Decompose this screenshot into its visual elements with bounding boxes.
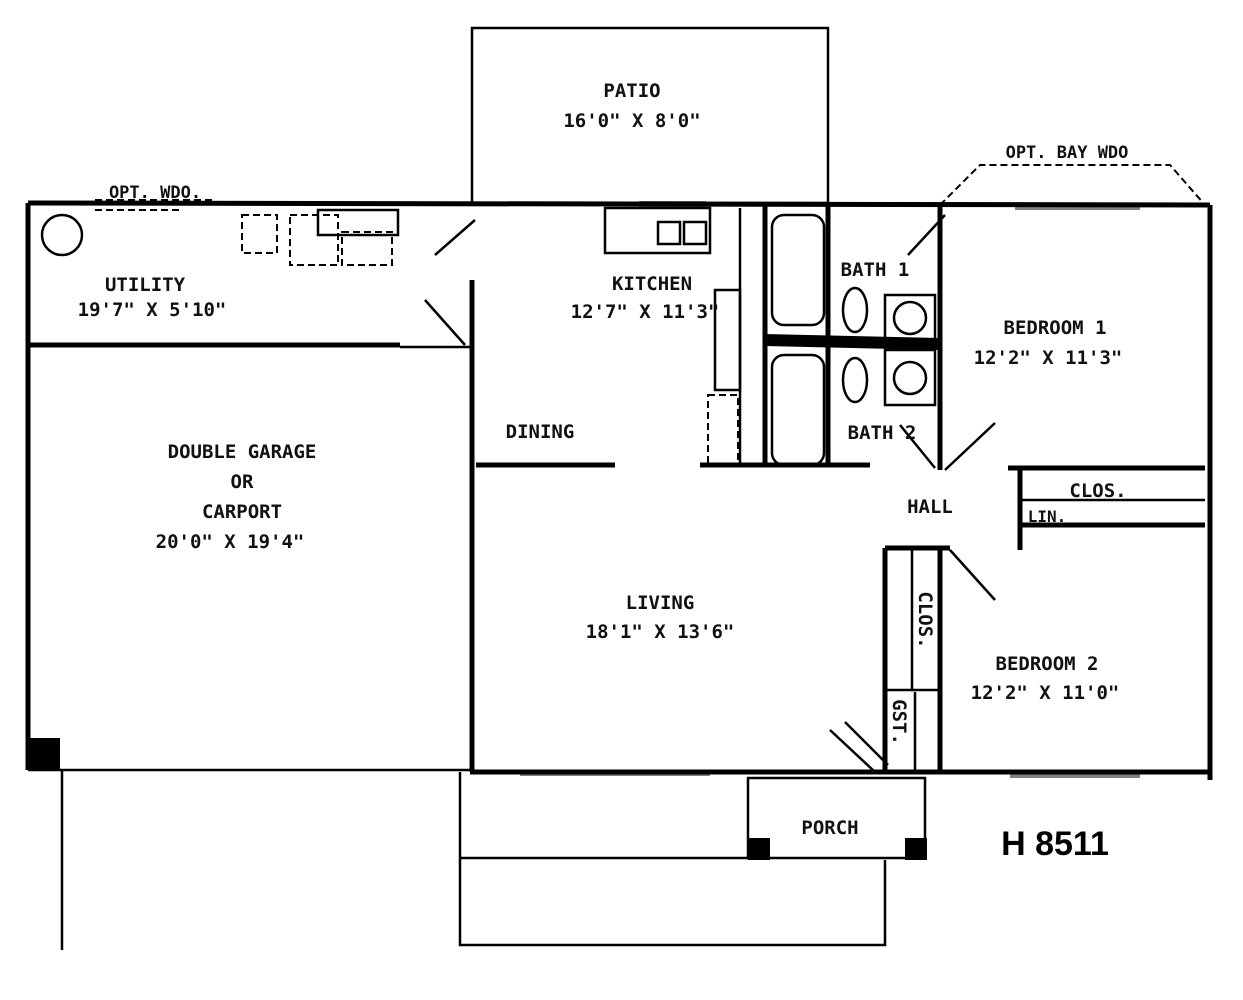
kitchen-label: KITCHEN: [612, 273, 692, 295]
plan-id: H 8511: [1001, 825, 1109, 863]
bay-window: [939, 164, 1206, 206]
column: [28, 738, 60, 770]
bedroom2-size: 12'2" X 11'0": [971, 682, 1120, 704]
garage-label-2: OR: [231, 471, 254, 493]
garage-size: 20'0" X 19'4": [156, 531, 305, 553]
guest-closet-label: GST.: [888, 699, 910, 745]
utility-size: 19'7" X 5'10": [78, 299, 227, 321]
bedroom2-label: BEDROOM 2: [996, 653, 1099, 675]
garage-label-1: DOUBLE GARAGE: [168, 441, 317, 463]
kitchen-size: 12'7" X 11'3": [571, 301, 720, 323]
opt-window-note: OPT. WDO.: [109, 183, 201, 203]
porch-outline: [746, 776, 927, 860]
bedroom2-closet-label: CLOS.: [914, 591, 936, 648]
garage-label-3: CARPORT: [202, 501, 282, 523]
bath2-label: BATH 2: [848, 422, 917, 444]
utility-label: UTILITY: [105, 274, 186, 296]
dining-label: DINING: [506, 421, 575, 443]
bath1-label: BATH 1: [841, 259, 910, 281]
living-size: 18'1" X 13'6": [586, 621, 735, 643]
walls: [25, 26, 1213, 950]
living-label: LIVING: [626, 592, 695, 614]
bedroom1-size: 12'2" X 11'3": [974, 347, 1123, 369]
linen-label: LIN.: [1028, 507, 1067, 526]
opt-bay-window-note: OPT. BAY WDO: [1006, 143, 1129, 163]
patio-size: 16'0" X 8'0": [563, 110, 700, 132]
hall-label: HALL: [907, 496, 953, 518]
bedroom1-label: BEDROOM 1: [1004, 317, 1107, 339]
hall-closet-label: CLOS.: [1069, 480, 1126, 502]
porch-label: PORCH: [801, 817, 858, 839]
patio-label: PATIO: [603, 80, 660, 102]
